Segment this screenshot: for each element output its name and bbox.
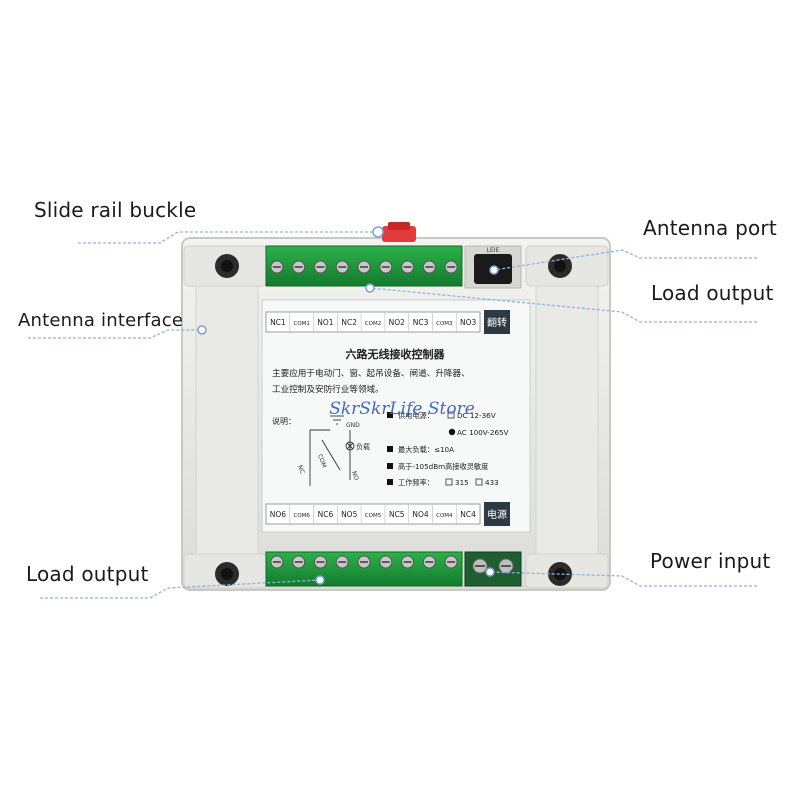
module-label: NC1 COM1 NO1 NC2 COM2 NO2 NC3 COM3 NO3 翻转 六路无线接收…: [261, 299, 531, 533]
slide-rail-buckle: [382, 222, 416, 242]
callout-dot: [365, 283, 375, 293]
mounting-hole: [215, 562, 239, 586]
callout-dot: [197, 325, 207, 335]
top-right-badge: 翻转: [487, 316, 507, 329]
callout-slide-rail-buckle: Slide rail buckle: [34, 198, 197, 222]
antenna-jack-label: LEIE: [487, 247, 500, 254]
power-terminal: [464, 551, 522, 587]
guide-line-load-output-left: [40, 579, 321, 599]
top-terminal-label: NO1: [317, 318, 334, 327]
power-badge: 电源: [487, 508, 507, 521]
spec-supply-label: 供电电源：: [398, 411, 434, 420]
spec-freq-315: 315: [455, 478, 469, 487]
mounting-hole: [215, 254, 239, 278]
note-label: 说明：: [272, 416, 296, 426]
top-terminal-label: COM3: [436, 321, 453, 327]
callout-antenna-port: Antenna port: [643, 216, 777, 240]
callout-load-output-left: Load output: [26, 562, 149, 586]
top-terminal-label: NC3: [413, 318, 429, 327]
com-label: COM: [316, 453, 327, 469]
callout-dot: [372, 226, 384, 238]
spec-ac: AC 100V-265V: [457, 428, 509, 437]
spec-freq-433: 433: [485, 478, 499, 487]
guide-line-slide-rail: [78, 231, 378, 244]
bottom-terminal-label: NO4: [412, 510, 429, 519]
guide-line-antenna-interface: [28, 329, 202, 339]
callout-load-output-right: Load output: [651, 281, 774, 305]
callout-dot: [489, 265, 499, 275]
description-line-2: 工业控制及安防行业等领域。: [272, 383, 384, 395]
top-terminal-label: COM1: [293, 321, 309, 327]
no-label: NO: [350, 470, 360, 481]
bottom-terminal-label: NC6: [318, 510, 334, 519]
spec-dc: DC 12-36V: [457, 411, 496, 420]
bottom-terminal-label: COM6: [293, 513, 310, 519]
bottom-terminal-label: NC4: [460, 510, 476, 519]
top-terminal-label: NO2: [389, 318, 406, 327]
nc-label: NC: [296, 464, 306, 475]
top-terminal-label: NC1: [270, 318, 286, 327]
callout-dot: [315, 575, 325, 585]
spec-freq-label: 工作频率：: [398, 478, 434, 487]
mounting-hole: [548, 562, 572, 586]
gnd-label: GND: [346, 422, 360, 429]
callout-power-input: Power input: [650, 549, 771, 573]
bottom-terminal-label: COM5: [365, 513, 382, 519]
bottom-terminal-block: [265, 551, 463, 587]
top-terminal-label: NO3: [460, 318, 477, 327]
callout-antenna-interface: Antenna interface: [18, 310, 184, 331]
callout-dot: [485, 567, 495, 577]
bottom-terminal-label: NO5: [341, 510, 358, 519]
load-label: 负载: [356, 442, 370, 451]
top-terminal-label: NC2: [341, 318, 357, 327]
mounting-hole: [548, 254, 572, 278]
store-watermark: SkrSkrLife Store: [329, 399, 475, 419]
bottom-terminal-label: NO6: [270, 510, 287, 519]
spec-max-load: 最大负载：≤10A: [398, 445, 454, 454]
description-line-1: 主要应用于电动门、窗、起吊设备、闸道、升降器、: [272, 367, 470, 379]
spec-sensitivity: 高于-105dBm高接收灵敏度: [398, 462, 488, 471]
bottom-terminal-label: NC5: [389, 510, 405, 519]
bottom-terminal-label: COM4: [436, 513, 453, 519]
guide-line-load-output-right: [369, 287, 757, 323]
module-title: 六路无线接收控制器: [346, 347, 446, 361]
guide-line-power-input: [489, 571, 757, 587]
top-terminal-block: [265, 245, 463, 287]
guide-line-antenna-port: [493, 249, 757, 271]
top-terminal-label: COM2: [365, 321, 381, 327]
wiring-diagram: [309, 415, 355, 486]
